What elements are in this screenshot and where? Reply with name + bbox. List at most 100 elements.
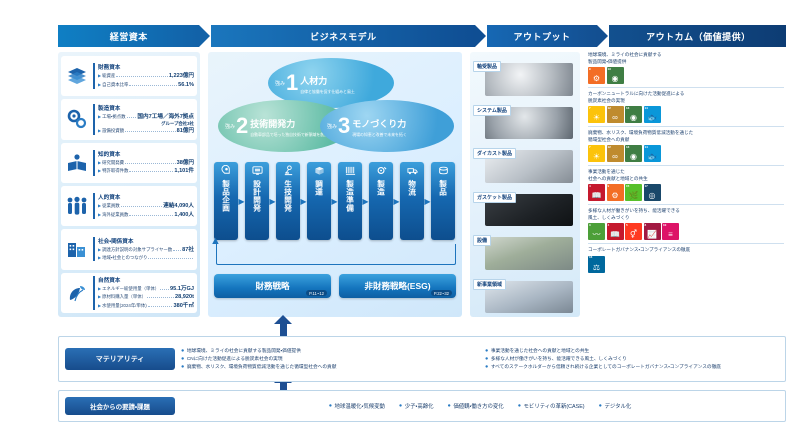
sdg-glyph-icon: 🐟 xyxy=(647,113,657,123)
ribbon-capital-label: 経営資本 xyxy=(109,31,148,42)
triangle-bullet-icon: ▶ xyxy=(98,247,102,253)
materiality-item: ●多様な人材が働きがいを持ち、能活躍できる風土、しくみづくり xyxy=(485,355,779,363)
bullet-dot-icon: ● xyxy=(598,402,602,409)
materiality-item-text: 事業活動を通じた社会への貢献と地域との共生 xyxy=(490,347,590,353)
sdg-icon-row: 16⚖ xyxy=(588,255,784,273)
sdg-number: 12 xyxy=(607,144,611,149)
sdg-glyph-icon: 📈 xyxy=(647,230,657,240)
output-label: 新事業領域 xyxy=(473,278,507,290)
process-arrow-icon: ▶ xyxy=(331,196,338,206)
sdg-glyph-icon: ∞ xyxy=(612,152,618,162)
sdg-glyph-icon: ◉ xyxy=(630,152,637,162)
bullet-dot-icon: ● xyxy=(181,364,185,371)
capital-subnote: グループ会社3社 xyxy=(161,120,194,126)
output-item-5: 設備 xyxy=(473,229,577,271)
truck-icon xyxy=(406,165,418,178)
outcome-text: 多様な人材が働きがいを持ち、能活躍できる 風土、しくみづくり xyxy=(588,208,680,220)
capital-metric-label: 地域・社会とのつながり xyxy=(102,254,148,260)
sdg-icon-12: 12∞ xyxy=(606,144,624,163)
sdg-glyph-icon: ∞ xyxy=(612,113,618,123)
sdg-number: 14 xyxy=(644,105,648,110)
triangle-bullet-icon: ▶ xyxy=(98,127,102,133)
process-step-8[interactable]: 製品 xyxy=(431,162,455,240)
capital-metric-value: 56.1% xyxy=(178,81,194,88)
output-column: 軸受製品システム製品ダイカスト製品ガスケット製品設備新事業領域 xyxy=(470,52,580,317)
sdg-icon-row: 7☀12∞13◉14🐟 xyxy=(588,144,784,163)
sdg-glyph-icon: 〰 xyxy=(592,230,601,240)
process-step-1[interactable]: 製品企画 xyxy=(214,162,238,240)
capital-metric-label: 設備投資額 xyxy=(102,127,125,133)
output-item-4: ガスケット製品 xyxy=(473,186,577,228)
strategy-label: 非財務戦略(ESG) xyxy=(364,281,431,291)
sdg-icon-7: 7☀ xyxy=(588,145,605,163)
process-step-7[interactable]: 物流 xyxy=(400,162,424,240)
process-arrow-icon: ▶ xyxy=(269,196,276,206)
triangle-bullet-icon: ▶ xyxy=(98,285,102,291)
process-step-label: 生技開発 xyxy=(283,180,293,212)
materiality-item-text: 廃棄物、水リスク、環境負荷物質低減活動を通じた循環型社会への貢献 xyxy=(186,364,337,370)
microscope-icon xyxy=(283,165,294,178)
leader-dots xyxy=(129,214,174,216)
outcome-text: 廃棄物、水リスク、環境負荷物質低減活動を通じた 循環型社会への貢献 xyxy=(588,130,694,142)
sdg-glyph-icon: ◉ xyxy=(630,113,637,123)
bullet-dot-icon: ● xyxy=(517,402,522,409)
process-step-label: 製品 xyxy=(438,180,448,196)
capital-metric-label: エネルギー総使用量（単体） xyxy=(102,285,160,291)
social-demand-item: ●デジタル化 xyxy=(599,402,632,410)
process-step-6[interactable]: 製造 xyxy=(369,162,393,240)
capital-metric-value: 38億円 xyxy=(176,159,194,166)
sdg-icon-5: 5⚥ xyxy=(625,223,642,241)
capital-metric-value: 1,223億円 xyxy=(168,73,194,80)
process-step-4[interactable]: 調達 xyxy=(307,162,331,240)
leader-dots xyxy=(148,257,193,259)
strategy-page-ref: P.22~32 xyxy=(430,290,452,296)
capital-metric-row: ▶工場・拠点数国内7工場／海外7拠点 xyxy=(98,113,194,121)
process-step-2[interactable]: 設計開発 xyxy=(245,162,269,240)
triangle-bullet-icon: ▶ xyxy=(98,254,102,260)
ribbon-capital: 経営資本 xyxy=(58,25,211,47)
strategy-page-ref: P.11~12 xyxy=(306,290,327,296)
gear-tool-icon xyxy=(376,165,387,178)
sdg-number: 10 xyxy=(663,222,667,227)
bullet-dot-icon: ● xyxy=(485,355,489,362)
capital-card-6: 自然資本▶エネルギー総使用量（単体）95.1万GJ▶原材料購入量（単体）28,9… xyxy=(61,272,197,313)
sdg-glyph-icon: ☀ xyxy=(592,152,601,162)
social-demand-text: 価値観・働き方の変化 xyxy=(453,404,504,410)
materiality-column-left: ●地球環境、ミライの社会に貢献する製品開発・価値提供●CNに向けた活動促進による… xyxy=(181,347,475,372)
capital-title: 知的資本 xyxy=(98,151,121,158)
feedback-loop-arrow-icon: ▲ xyxy=(210,235,221,247)
sdg-glyph-icon: ≡ xyxy=(668,230,673,240)
materiality-item: ●すべてのステークホルダーから信頼され続ける企業としてのコーポレートガバナンス・… xyxy=(485,363,779,371)
process-step-3[interactable]: 生技開発 xyxy=(276,162,300,240)
capital-metric-label: 調達方針説明の対象サプライヤー数 xyxy=(102,247,173,253)
phase-ribbon-bar: 経営資本 ビジネスモデル アウトプット アウトカム（価値提供） xyxy=(58,25,786,47)
sdg-icon-4: 4📖 xyxy=(606,223,624,241)
process-arrow-icon: ▶ xyxy=(424,196,431,206)
nature-leaf-icon xyxy=(64,283,90,303)
materiality-tag: マテリアリティ xyxy=(65,348,175,370)
leader-dots xyxy=(125,162,176,164)
process-step-5[interactable]: 製造準備 xyxy=(338,162,362,240)
leader-dots xyxy=(120,206,163,208)
process-step-label: 物流 xyxy=(407,180,417,196)
output-label: 軸受製品 xyxy=(473,61,502,72)
strength-tag-3: 強み xyxy=(327,123,338,130)
triangle-bullet-icon: ▶ xyxy=(98,159,102,165)
capital-title: 人的資本 xyxy=(98,195,121,202)
strategy-button-2[interactable]: 非財務戦略(ESG)P.22~32 xyxy=(339,274,456,298)
process-step-row: 製品企画▶設計開発▶生技開発▶調達▶製造準備▶製造▶物流▶製品 xyxy=(214,162,456,240)
ribbon-business-model-label: ビジネスモデル xyxy=(310,31,377,42)
bullet-dot-icon: ● xyxy=(181,355,185,362)
capital-metric-label: 特許取得件数 xyxy=(102,168,129,174)
